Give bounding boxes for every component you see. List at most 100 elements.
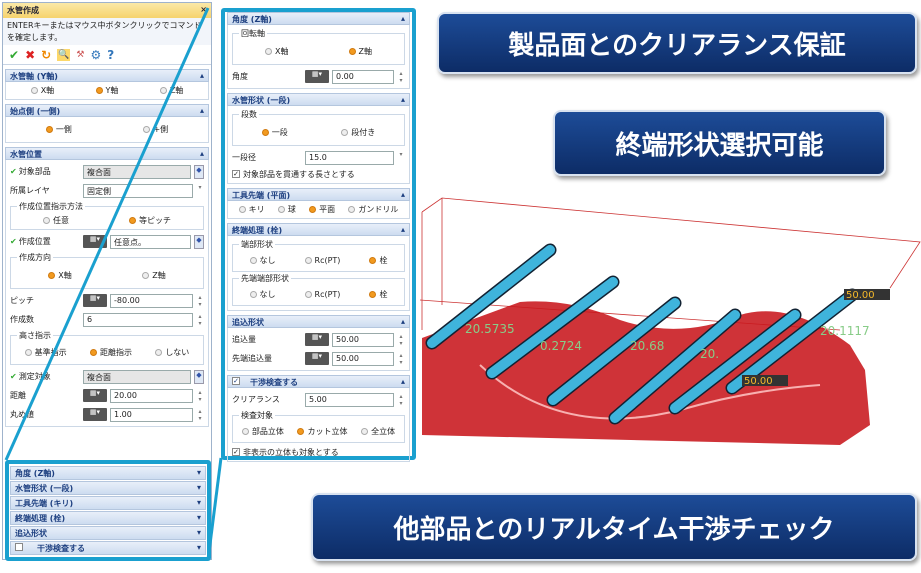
tip-push-input[interactable]: 50.00 bbox=[332, 351, 394, 366]
3d-viewport[interactable]: 20.5735 0.2724 20.68 20.1117 20. 50.00 5… bbox=[420, 190, 921, 450]
collapse-icon: ▴ bbox=[199, 149, 204, 158]
radio-all-solid[interactable]: 全立体 bbox=[361, 426, 395, 437]
radio-plus-side[interactable]: +側 bbox=[143, 124, 168, 135]
radio-dir-x[interactable]: X軸 bbox=[48, 270, 72, 281]
section-angle-header[interactable]: 角度 (Z軸)▴ bbox=[227, 12, 410, 25]
radio-y-axis[interactable]: Y軸 bbox=[95, 85, 118, 96]
radio-equal-pitch[interactable]: 等ピッチ bbox=[129, 215, 171, 226]
radio-ball[interactable]: 球 bbox=[277, 204, 296, 215]
collapsed-push[interactable]: 追込形状▾ bbox=[10, 526, 206, 540]
collapsed-interference[interactable]: 干渉検査する▾ bbox=[10, 541, 206, 555]
select-button[interactable]: ◆ bbox=[194, 234, 204, 249]
radio-minus-side[interactable]: 一側 bbox=[45, 124, 72, 135]
spinner[interactable]: ▴▾ bbox=[399, 351, 403, 366]
spinner[interactable]: ▴▾ bbox=[399, 69, 403, 84]
radio-tip-rc[interactable]: Rc(PT) bbox=[304, 290, 340, 299]
radio-x-axis[interactable]: X軸 bbox=[30, 85, 54, 96]
spinner[interactable]: ▴▾ bbox=[198, 293, 202, 308]
clearance-input[interactable]: 5.00 bbox=[305, 392, 394, 407]
water-pipe[interactable] bbox=[610, 310, 740, 423]
tool-button[interactable]: ⚒ bbox=[76, 49, 85, 60]
water-pipe[interactable] bbox=[427, 245, 555, 348]
close-button[interactable]: × bbox=[200, 5, 207, 14]
spinner[interactable]: ▴▾ bbox=[198, 407, 202, 422]
radio-dir-z[interactable]: Z軸 bbox=[142, 270, 166, 281]
radio-end-rc[interactable]: Rc(PT) bbox=[304, 256, 340, 265]
section-push-header[interactable]: 追込形状▴ bbox=[227, 315, 410, 328]
interference-checkbox[interactable] bbox=[15, 543, 23, 551]
diameter-dropdown[interactable]: 15.0 bbox=[305, 150, 394, 165]
chevron-down-icon[interactable]: ▾ bbox=[198, 183, 202, 191]
pitch-label: ピッチ bbox=[10, 296, 34, 305]
hidden-checkbox[interactable]: ✓ bbox=[232, 448, 240, 456]
redo-button[interactable]: ↻ bbox=[41, 47, 52, 62]
water-pipe[interactable] bbox=[727, 290, 857, 393]
section-position-header[interactable]: 水管位置▴ bbox=[5, 147, 209, 160]
measure-field[interactable]: 複合面 bbox=[83, 369, 191, 384]
push-amount-input[interactable]: 50.00 bbox=[332, 332, 394, 347]
cancel-button[interactable]: ✖ bbox=[25, 47, 36, 62]
settings-button[interactable]: ⚙ bbox=[90, 47, 102, 62]
radio-tip-none[interactable]: なし bbox=[249, 289, 276, 300]
pitch-input[interactable]: -80.00 bbox=[110, 293, 193, 308]
radio-arbitrary[interactable]: 任意 bbox=[43, 215, 69, 226]
section-interference-header[interactable]: ✓干渉検査する▴ bbox=[227, 375, 410, 388]
radio-tip-plug[interactable]: 栓 bbox=[369, 289, 387, 300]
create-pos-field[interactable]: 任意点。 bbox=[110, 234, 191, 249]
help-button[interactable]: ? bbox=[107, 47, 115, 62]
water-pipe[interactable] bbox=[548, 298, 680, 405]
spinner[interactable]: ▴▾ bbox=[198, 388, 202, 403]
ok-button[interactable]: ✔ bbox=[9, 47, 20, 62]
collapsed-angle[interactable]: 角度 (Z軸)▾ bbox=[10, 466, 206, 480]
preview-button[interactable]: 🔍 bbox=[57, 48, 71, 61]
calculator-icon[interactable]: ▦▾ bbox=[83, 408, 107, 421]
section-shape-header[interactable]: 水管形状 (一段)▴ bbox=[227, 93, 410, 106]
angle-input[interactable]: 0.00 bbox=[332, 69, 394, 84]
select-button[interactable]: ◆ bbox=[194, 164, 204, 179]
radio-reference[interactable]: 基準指示 bbox=[24, 347, 67, 358]
radio-gundrill[interactable]: ガンドリル bbox=[348, 204, 398, 215]
count-input[interactable]: 6 bbox=[83, 312, 193, 327]
calculator-icon[interactable]: ▦▾ bbox=[305, 333, 329, 346]
radio-drill[interactable]: キリ bbox=[238, 204, 265, 215]
radio-distance[interactable]: 距離指示 bbox=[89, 347, 132, 358]
push-amount-label: 追込量 bbox=[232, 335, 256, 344]
section-start-header[interactable]: 始点側 (一側)▴ bbox=[5, 104, 209, 117]
radio-cut-solid[interactable]: カット立体 bbox=[297, 426, 347, 437]
radio-flat[interactable]: 平面 bbox=[309, 204, 335, 215]
select-button[interactable]: ◆ bbox=[194, 369, 204, 384]
radio-none[interactable]: しない bbox=[155, 347, 189, 358]
radio-rot-z[interactable]: Z軸 bbox=[348, 46, 372, 57]
calculator-icon[interactable]: ▦▾ bbox=[83, 389, 107, 402]
spinner[interactable]: ▴▾ bbox=[198, 312, 202, 327]
radio-rot-x[interactable]: X軸 bbox=[265, 46, 288, 57]
layer-label: 所属レイヤ bbox=[10, 186, 50, 195]
section-end-header[interactable]: 終端処理 (栓)▴ bbox=[227, 223, 410, 236]
calculator-icon[interactable]: ▦▾ bbox=[83, 294, 107, 307]
collapsed-tool[interactable]: 工具先端 (キリ)▾ bbox=[10, 496, 206, 510]
water-pipe[interactable] bbox=[670, 310, 800, 413]
panel-title-bar: 水管作成× bbox=[3, 3, 211, 18]
layer-dropdown[interactable]: 固定側 bbox=[83, 183, 193, 198]
distance-input[interactable]: 20.00 bbox=[110, 388, 193, 403]
round-input[interactable]: 1.00 bbox=[110, 407, 193, 422]
through-checkbox[interactable]: ✓ bbox=[232, 170, 240, 178]
spinner[interactable]: ▴▾ bbox=[399, 332, 403, 347]
collapsed-end[interactable]: 終端処理 (栓)▾ bbox=[10, 511, 206, 525]
calculator-icon[interactable]: ▦▾ bbox=[305, 352, 329, 365]
radio-stepped[interactable]: 段付き bbox=[341, 127, 375, 138]
interference-checkbox[interactable]: ✓ bbox=[232, 377, 240, 385]
radio-end-plug[interactable]: 栓 bbox=[369, 255, 387, 266]
radio-part-solid[interactable]: 部品立体 bbox=[241, 426, 284, 437]
calculator-icon[interactable]: ▦▾ bbox=[305, 70, 329, 83]
pipes bbox=[425, 243, 859, 425]
chevron-down-icon[interactable]: ▾ bbox=[399, 150, 403, 158]
section-tool-header[interactable]: 工具先端 (平面)▴ bbox=[227, 188, 410, 201]
radio-end-none[interactable]: なし bbox=[249, 255, 276, 266]
water-pipe[interactable] bbox=[487, 277, 618, 378]
radio-z-axis[interactable]: Z軸 bbox=[159, 85, 183, 96]
section-axis-header[interactable]: 水管軸 (Y軸)▴ bbox=[5, 69, 209, 82]
collapsed-shape[interactable]: 水管形状 (一段)▾ bbox=[10, 481, 206, 495]
radio-single-stage[interactable]: 一段 bbox=[261, 127, 288, 138]
spinner[interactable]: ▴▾ bbox=[399, 392, 403, 407]
